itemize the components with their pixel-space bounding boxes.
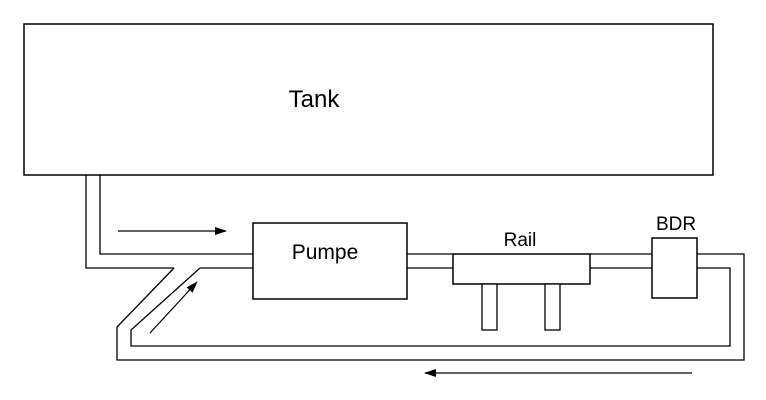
pump-box	[252, 222, 408, 300]
flow-arrow-diagonal	[149, 281, 198, 334]
rail-box	[452, 253, 591, 285]
rail-label: Rail	[504, 230, 537, 251]
bdr-label: BDR	[656, 214, 696, 235]
pump-to-rail-pipe	[407, 253, 453, 269]
tank-outlet-pipe	[85, 175, 253, 269]
rail-injector-right	[544, 283, 561, 331]
rail-injector-left	[481, 283, 498, 331]
return-pipe	[116, 253, 745, 361]
rail-to-bdr-pipe	[590, 253, 652, 269]
tank-label: Tank	[289, 86, 341, 113]
bdr-box	[651, 237, 698, 299]
pump-label: Pumpe	[292, 241, 359, 264]
tank-box	[23, 23, 714, 176]
